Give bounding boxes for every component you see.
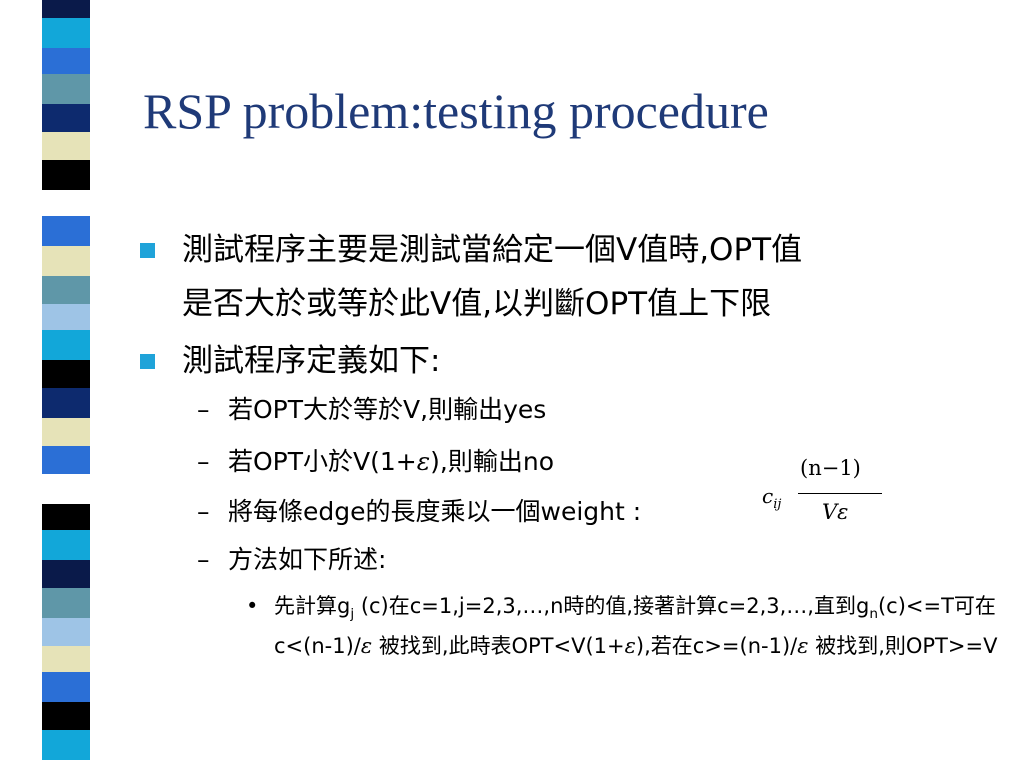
strip-block: [42, 132, 90, 160]
dot-bullet-icon: •: [246, 594, 259, 618]
detail-text: 先計算gj (c)在c=1,j=2,3,…,n時的值,接著計算c=2,3,…,直…: [274, 594, 998, 659]
strip-block: [42, 360, 90, 388]
strip-block: [42, 702, 90, 730]
formula-denominator: Vε: [822, 500, 849, 524]
dash-bullet-icon: –: [197, 395, 210, 424]
epsilon-symbol: ε: [416, 447, 431, 476]
subbullet-2-text: 若OPT小於V(1+ε),則輸出no: [228, 447, 554, 476]
bullet-1-line-2: 是否大於或等於此V值,以判斷OPT值上下限: [182, 286, 772, 322]
strip-block: [42, 276, 90, 304]
subbullet-4-text: 方法如下所述:: [228, 545, 387, 574]
strip-block: [42, 18, 90, 48]
strip-block: [42, 618, 90, 646]
subbullet-3-text: 將每條edge的長度乘以一個weight :: [228, 497, 642, 526]
square-bullet-icon: [140, 354, 155, 369]
bullet-2-text: 測試程序定義如下:: [182, 343, 441, 379]
strip-block: [42, 646, 90, 672]
strip-block: [42, 160, 90, 190]
subbullet-1-text: 若OPT大於等於V,則輸出yes: [228, 395, 547, 424]
formula-numerator: (n−1): [800, 456, 861, 480]
strip-block: [42, 530, 90, 560]
strip-block: [42, 104, 90, 132]
strip-block: [42, 588, 90, 618]
strip-block: [42, 474, 90, 504]
strip-block: [42, 388, 90, 418]
strip-block: [42, 446, 90, 474]
fraction-bar: [798, 493, 882, 494]
slide-title: RSP problem:testing procedure: [143, 83, 769, 139]
weight-formula: cij (n−1) Vε: [762, 456, 884, 536]
strip-block: [42, 504, 90, 530]
dash-bullet-icon: –: [197, 497, 210, 526]
strip-block: [42, 304, 90, 330]
strip-block: [42, 672, 90, 702]
strip-block: [42, 560, 90, 588]
strip-block: [42, 246, 90, 276]
dash-bullet-icon: –: [197, 545, 210, 574]
strip-block: [42, 48, 90, 74]
strip-block: [42, 418, 90, 446]
square-bullet-icon: [140, 243, 155, 258]
strip-block: [42, 74, 90, 104]
bullet-1-line-1: 測試程序主要是測試當給定一個V值時,OPT值: [182, 232, 803, 268]
decorative-color-strip: [42, 0, 90, 768]
strip-block: [42, 330, 90, 360]
strip-block: [42, 0, 90, 18]
dash-bullet-icon: –: [197, 447, 210, 476]
strip-block: [42, 190, 90, 216]
strip-block: [42, 730, 90, 760]
formula-c-ij: cij: [762, 484, 782, 512]
strip-block: [42, 216, 90, 246]
